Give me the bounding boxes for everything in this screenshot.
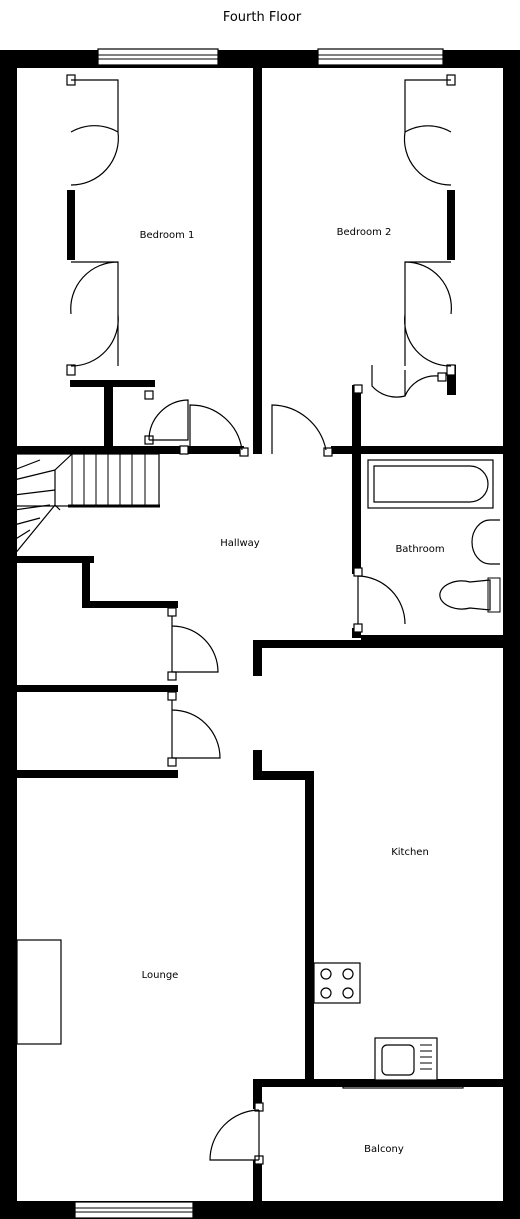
hall-cupboard-doors: [167, 607, 221, 767]
fireplace: [16, 939, 62, 1045]
kitchen-hob: [313, 962, 361, 1004]
wardrobe-bedroom1: [66, 74, 119, 376]
bedroom2-cupboard-door: [353, 365, 447, 398]
room-label-kitchen: Kitchen: [391, 847, 429, 858]
bedroom-doors: [189, 404, 333, 457]
room-label-hallway: Hallway: [220, 538, 260, 549]
floor-title: Fourth Floor: [223, 10, 302, 25]
room-label-bedroom2: Bedroom 2: [337, 227, 392, 238]
room-label-bathroom: Bathroom: [395, 544, 444, 555]
wardrobe-bedroom2: [403, 74, 456, 376]
staircase: [13, 453, 160, 556]
kitchen-sink: [374, 1037, 438, 1081]
balcony-door: [209, 1102, 264, 1165]
room-label-lounge: Lounge: [142, 970, 179, 981]
bedroom1-cupboard-door: [144, 390, 189, 455]
room-label-bedroom1: Bedroom 1: [140, 230, 195, 241]
bathroom-fixtures: [353, 459, 501, 633]
interior-walls: [14, 64, 506, 1205]
room-label-balcony: Balcony: [364, 1144, 404, 1155]
